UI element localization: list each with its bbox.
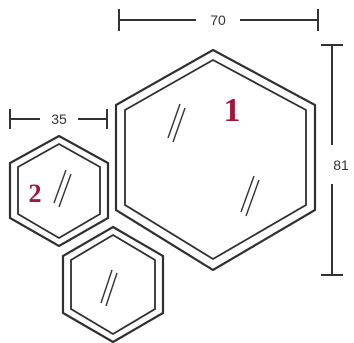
- mirror-large-outer-frame: [114, 48, 317, 272]
- mirror-small-lower-reflection-mark: [100, 269, 113, 304]
- mirror-small-lower-outer-frame: [61, 225, 165, 343]
- mirror-small-upper-reflection-mark: [58, 173, 72, 208]
- dimension-top: 70: [118, 9, 319, 31]
- mirror-small-upper-outer-frame: [8, 134, 110, 248]
- dimension-small: 35: [9, 109, 108, 129]
- dimension-top-label: 70: [210, 12, 226, 28]
- dimension-small-label: 35: [51, 111, 67, 127]
- mirror-large-reflection-mark: [167, 103, 181, 139]
- mirror-large-inner-frame: [124, 58, 307, 261]
- dimension-height: 81: [321, 44, 349, 276]
- mirror-large: 1: [114, 48, 317, 272]
- mirror-small-lower: [61, 225, 165, 343]
- mirror-small-upper-inner-frame: [17, 142, 101, 240]
- mirror-large-reflection-mark: [245, 179, 260, 217]
- mirror-small-number: 2: [29, 179, 42, 208]
- mirror-large-number: 1: [224, 92, 241, 129]
- mirror-small-lower-reflection-mark: [105, 272, 118, 307]
- mirror-small-upper: 2: [8, 134, 110, 248]
- mirror-large-reflection-mark: [240, 175, 255, 213]
- dimension-height-label: 81: [333, 157, 349, 173]
- mirror-large-reflection-mark: [172, 107, 186, 143]
- mirror-small-upper-reflection-mark: [53, 169, 67, 204]
- mirror-small-lower-inner-frame: [70, 233, 156, 336]
